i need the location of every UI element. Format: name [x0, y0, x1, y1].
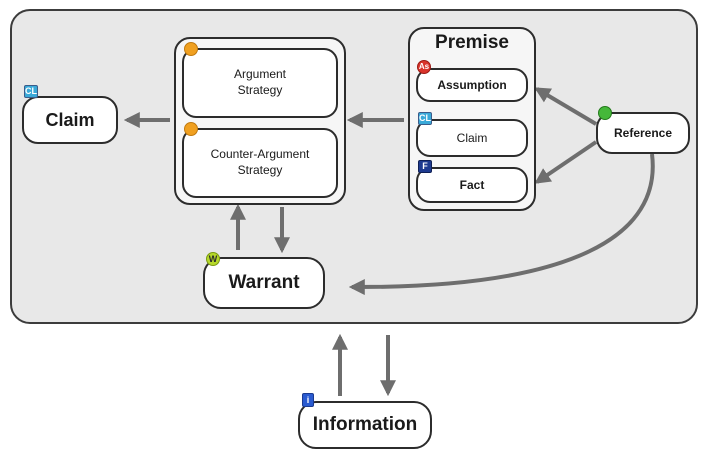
- warrant-w-badge: W: [206, 252, 220, 266]
- warrant-node[interactable]: Warrant: [203, 257, 325, 309]
- argument-strategy-node[interactable]: Argument Strategy: [182, 48, 338, 118]
- information-i-badge: i: [302, 393, 314, 407]
- counter-argument-strategy-label: Counter-Argument Strategy: [210, 147, 310, 177]
- arrow-reference-to-assumption: [534, 87, 598, 126]
- arrow-reference-to-warrant: [348, 153, 655, 296]
- reference-label: Reference: [613, 126, 673, 140]
- premise-assumption-as-badge: As: [417, 60, 431, 74]
- claim-node[interactable]: Claim: [22, 96, 118, 144]
- premise-fact-node[interactable]: Fact: [416, 167, 528, 203]
- premise-fact-label: Fact: [459, 178, 485, 192]
- premise-claim-node[interactable]: Claim: [416, 119, 528, 157]
- warrant-label: Warrant: [228, 272, 300, 293]
- premise-claim-cl-badge: CL: [418, 112, 432, 125]
- argument-panel: [10, 9, 698, 324]
- information-node[interactable]: Information: [298, 401, 432, 449]
- reference-icon: [598, 106, 612, 120]
- arrow-reference-to-fact: [534, 140, 598, 184]
- reference-node[interactable]: Reference: [596, 112, 690, 154]
- counter-argument-strategy-icon: [184, 122, 198, 136]
- premise-assumption-label: Assumption: [437, 78, 507, 92]
- premise-assumption-node[interactable]: Assumption: [416, 68, 528, 102]
- premise-fact-f-badge: F: [418, 160, 432, 173]
- argument-strategy-label: Argument Strategy: [233, 67, 287, 97]
- premise-claim-label: Claim: [456, 131, 488, 145]
- information-label: Information: [312, 414, 418, 435]
- argument-strategy-icon: [184, 42, 198, 56]
- counter-argument-strategy-node[interactable]: Counter-Argument Strategy: [182, 128, 338, 198]
- claim-cl-badge: CL: [24, 85, 38, 98]
- premise-title: Premise: [435, 32, 509, 53]
- claim-label: Claim: [45, 109, 95, 130]
